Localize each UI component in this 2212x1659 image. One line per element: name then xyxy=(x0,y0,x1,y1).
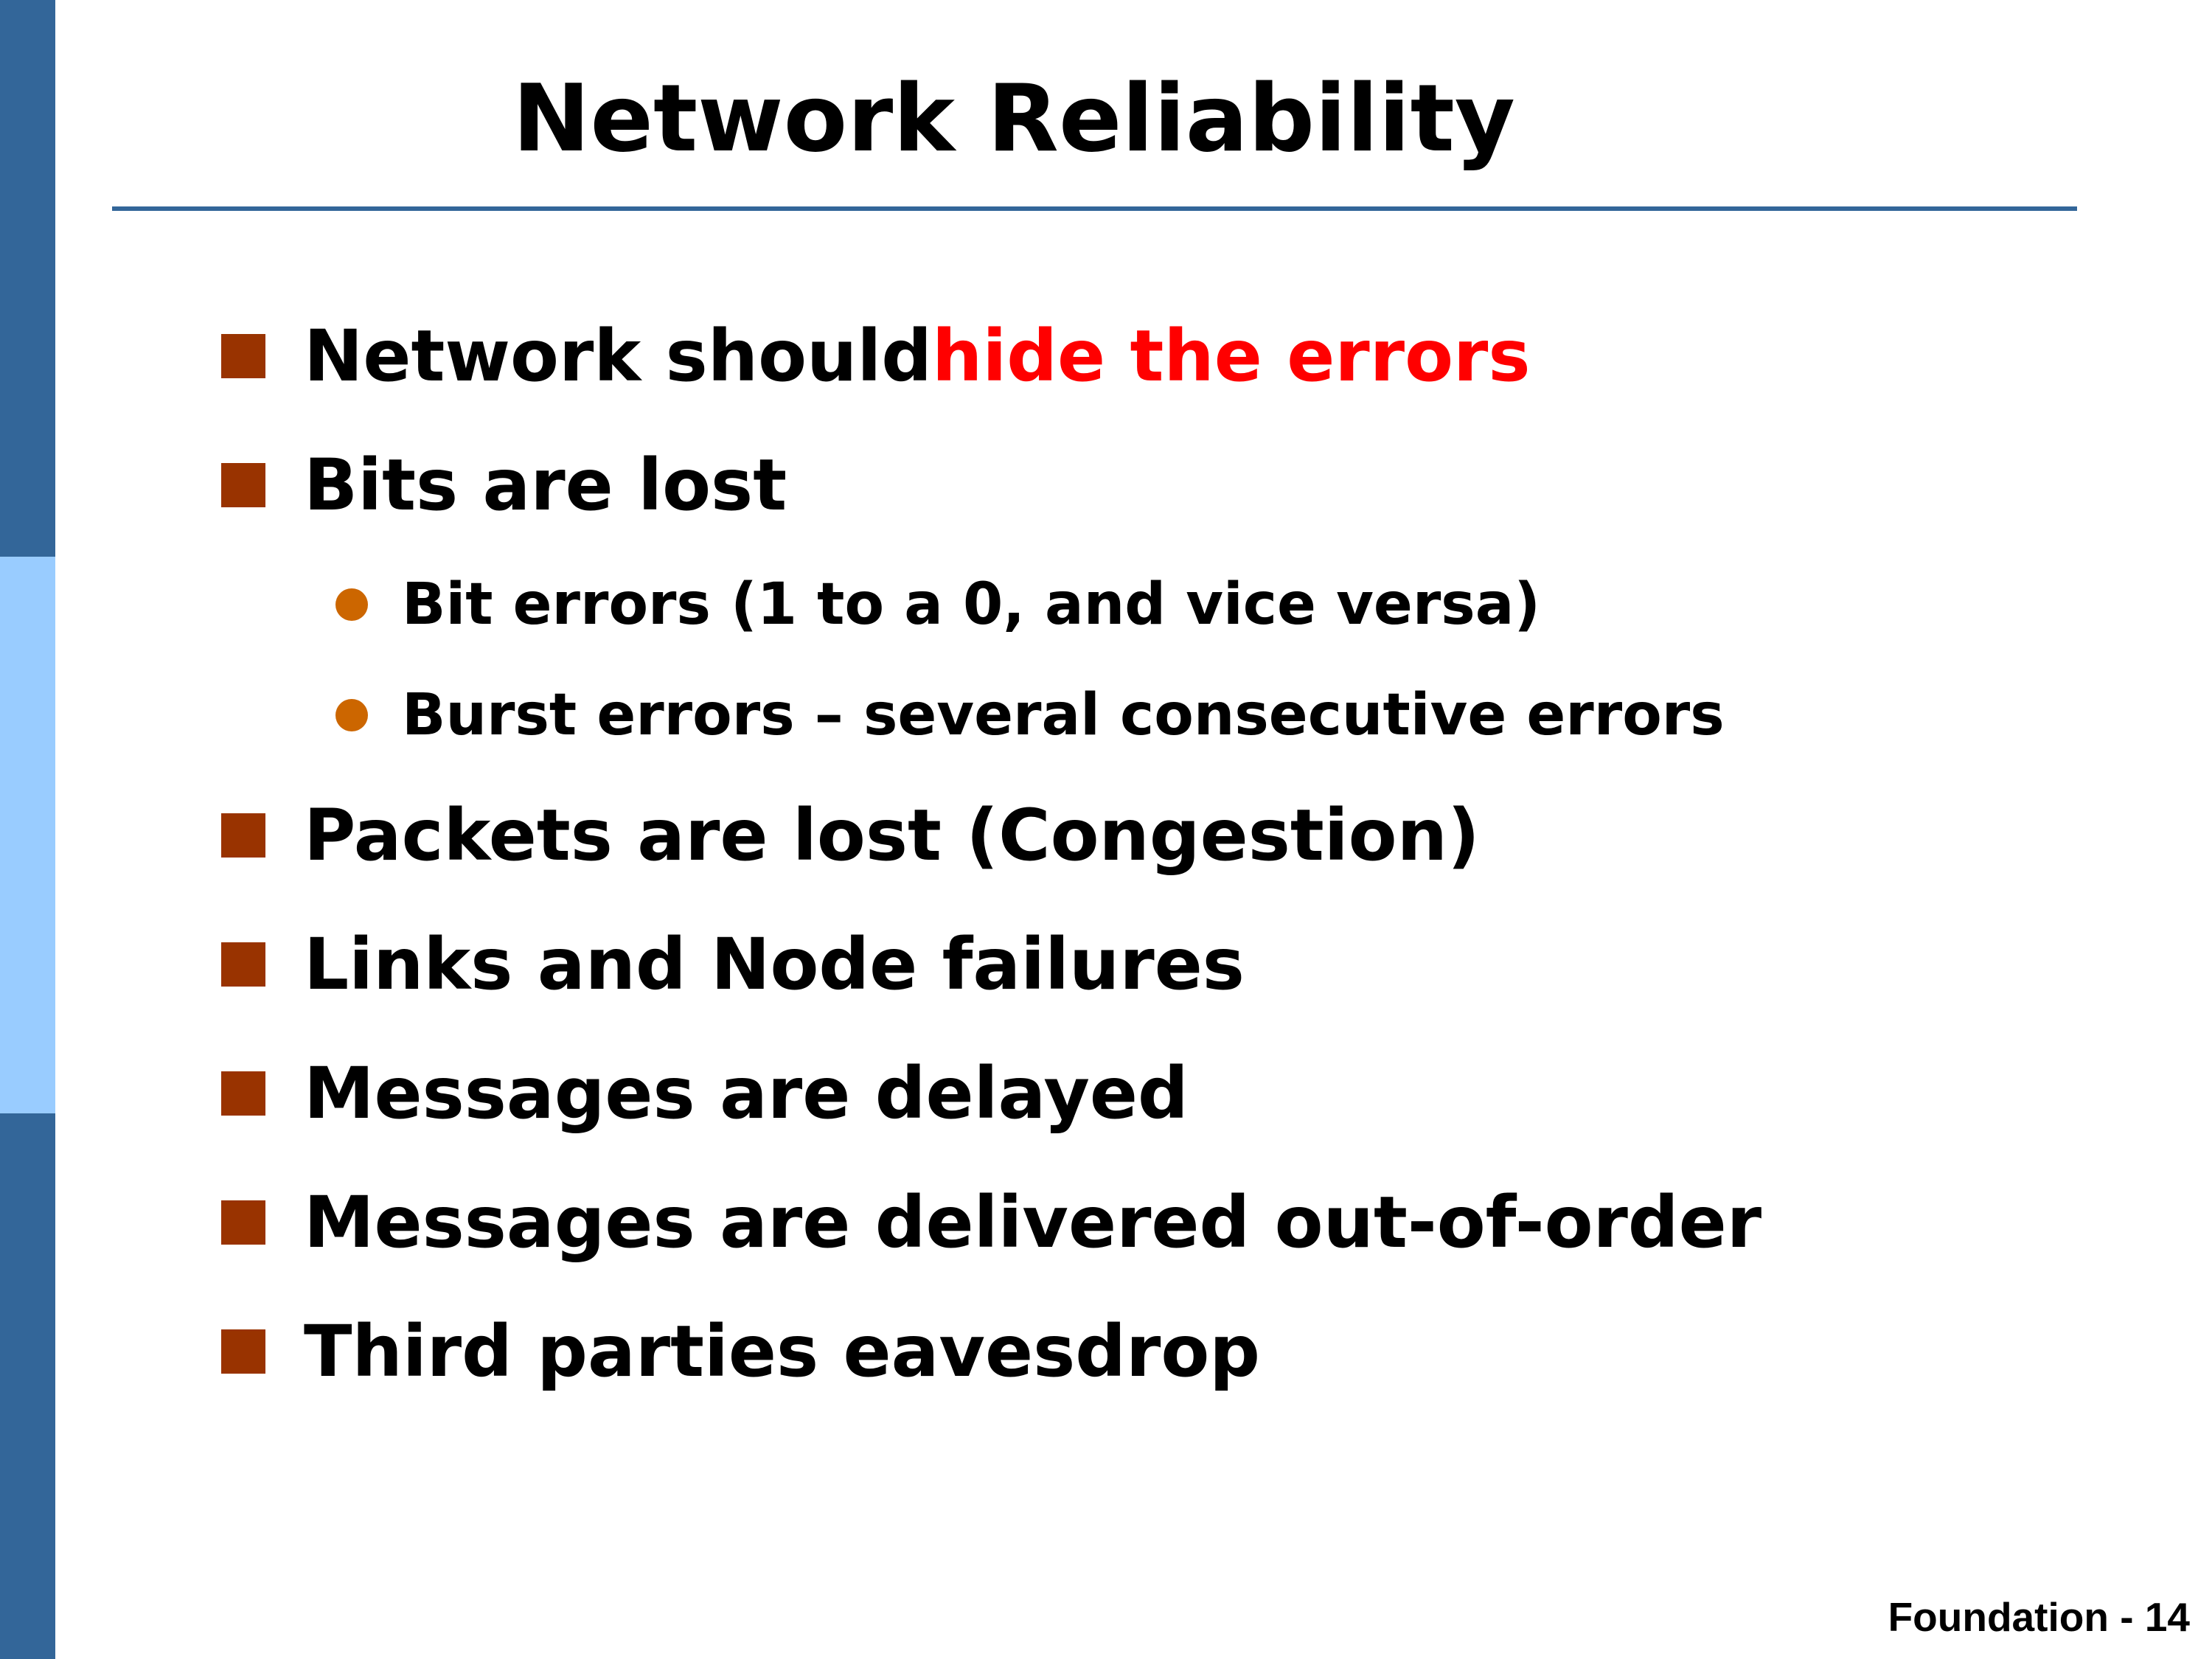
square-bullet-icon xyxy=(221,1071,265,1116)
bullet-text: Network should xyxy=(304,314,932,397)
bullet-text: Bits are lost xyxy=(304,443,787,526)
sub-bullet-item: Burst errors – several consecutive error… xyxy=(221,660,2065,771)
bullet-highlight-text: hide the errors xyxy=(932,314,1531,397)
square-bullet-icon xyxy=(221,462,265,507)
sidebar-accent-top xyxy=(0,0,55,557)
bullet-item: Messages are delayed xyxy=(221,1029,2065,1158)
bullet-list: Network should hide the errors Bits are … xyxy=(221,291,2065,1416)
bullet-text: Packets are lost (Congestion) xyxy=(304,793,1480,877)
square-bullet-icon xyxy=(221,1200,265,1245)
round-bullet-icon xyxy=(335,699,368,731)
bullet-text: Messages are delayed xyxy=(304,1051,1189,1135)
square-bullet-icon xyxy=(221,1329,265,1374)
sidebar-accent-middle xyxy=(0,557,55,1113)
title-underline xyxy=(112,206,2077,211)
bullet-item: Bits are lost xyxy=(221,420,2065,549)
bullet-item: Links and Node failures xyxy=(221,900,2065,1029)
square-bullet-icon xyxy=(221,942,265,987)
round-bullet-icon xyxy=(335,588,368,621)
bullet-item: Network should hide the errors xyxy=(221,291,2065,420)
sub-bullet-text: Burst errors – several consecutive error… xyxy=(402,682,1725,748)
sidebar-accent-bottom xyxy=(0,1113,55,1659)
bullet-item: Packets are lost (Congestion) xyxy=(221,771,2065,900)
square-bullet-icon xyxy=(221,813,265,858)
slide-title: Network Reliability xyxy=(512,64,1515,173)
bullet-item: Third parties eavesdrop xyxy=(221,1287,2065,1416)
bullet-item: Messages are delivered out-of-order xyxy=(221,1158,2065,1287)
square-bullet-icon xyxy=(221,333,265,378)
sub-bullet-item: Bit errors (1 to a 0, and vice versa) xyxy=(221,549,2065,660)
bullet-text: Links and Node failures xyxy=(304,922,1245,1006)
sub-bullet-text: Bit errors (1 to a 0, and vice versa) xyxy=(402,571,1541,638)
slide-footer: Foundation - 14 xyxy=(1888,1594,2190,1640)
bullet-text: Third parties eavesdrop xyxy=(304,1310,1260,1393)
bullet-text: Messages are delivered out-of-order xyxy=(304,1180,1762,1264)
